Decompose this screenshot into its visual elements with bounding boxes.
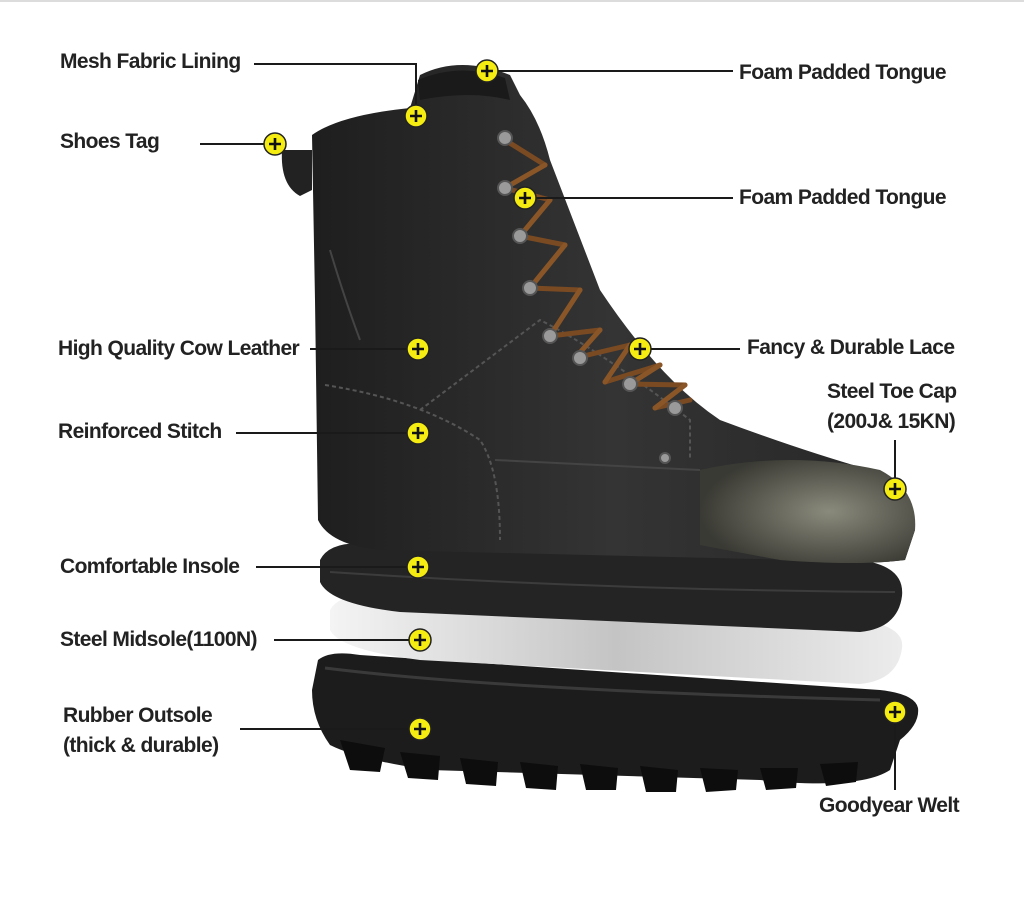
plus-circle-icon[interactable] bbox=[513, 186, 537, 210]
plus-circle-icon[interactable] bbox=[408, 628, 432, 652]
label-rubber-outsole-note: (thick & durable) bbox=[63, 734, 219, 757]
plus-circle-icon[interactable] bbox=[408, 717, 432, 741]
eyelets bbox=[497, 130, 683, 464]
boot-upper bbox=[281, 65, 916, 563]
label-shoes-tag: Shoes Tag bbox=[60, 130, 160, 153]
leader-lines bbox=[200, 63, 896, 790]
plus-circle-icon[interactable] bbox=[406, 421, 430, 445]
plus-circle-icon[interactable] bbox=[406, 555, 430, 579]
comfortable-insole-layer bbox=[320, 543, 903, 632]
label-steel-midsole: Steel Midsole(1100N) bbox=[60, 628, 258, 651]
top-divider bbox=[0, 0, 1024, 2]
plus-circle-icon[interactable] bbox=[406, 337, 430, 361]
label-cow-leather: High Quality Cow Leather bbox=[58, 337, 300, 360]
plus-circle-icon[interactable] bbox=[263, 132, 287, 156]
plus-circle-icon[interactable] bbox=[883, 700, 907, 724]
label-comfortable-insole: Comfortable Insole bbox=[60, 555, 240, 578]
plus-circle-icon[interactable] bbox=[404, 104, 428, 128]
label-rubber-outsole: Rubber Outsole bbox=[63, 704, 213, 727]
plus-circle-icon[interactable] bbox=[628, 337, 652, 361]
label-mesh-fabric-lining: Mesh Fabric Lining bbox=[60, 50, 241, 73]
label-steel-toe-rating: (200J& 15KN) bbox=[827, 410, 956, 433]
rubber-outsole bbox=[312, 653, 919, 792]
label-goodyear-welt: Goodyear Welt bbox=[819, 794, 960, 817]
plus-circle-icon[interactable] bbox=[883, 477, 907, 501]
label-foam-padded-tongue-1: Foam Padded Tongue bbox=[739, 61, 947, 84]
label-reinforced-stitch: Reinforced Stitch bbox=[58, 420, 222, 443]
label-steel-toe-cap: Steel Toe Cap bbox=[827, 380, 957, 403]
label-durable-lace: Fancy & Durable Lace bbox=[747, 336, 955, 359]
plus-circle-icon[interactable] bbox=[475, 59, 499, 83]
label-foam-padded-tongue-2: Foam Padded Tongue bbox=[739, 186, 947, 209]
